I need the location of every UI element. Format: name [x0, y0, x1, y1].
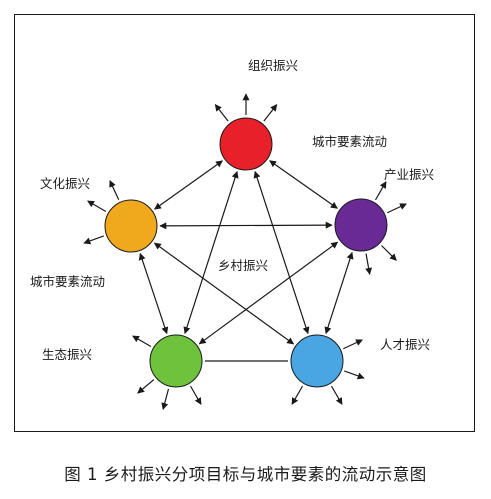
- edge-industry-talent: [324, 251, 354, 335]
- node-industry: [334, 198, 388, 252]
- figure-caption: 图 1 乡村振兴分项目标与城市要素的流动示意图: [64, 465, 427, 484]
- edge-organization-ecology: [183, 170, 239, 335]
- outward-arrow-talent-4: [330, 385, 343, 405]
- outward-arrow-talent-3: [291, 385, 304, 405]
- outward-arrow-culture-3: [83, 235, 104, 245]
- outward-arrow-ecology-1: [132, 335, 152, 348]
- figure-frame: [14, 14, 475, 432]
- outward-arrow-organization-2: [263, 104, 278, 122]
- node-organization: [219, 117, 273, 171]
- outward-arrow-industry-1: [374, 181, 387, 201]
- node-culture: [104, 199, 158, 253]
- label-talent: 人才振兴: [380, 337, 431, 352]
- edge-culture-organization: [154, 160, 223, 210]
- label-industry: 产业振兴: [384, 167, 435, 182]
- outward-arrow-culture-2: [87, 200, 107, 213]
- edges-group: [138, 160, 354, 362]
- edge-culture-industry: [159, 221, 333, 230]
- outward-arrow-talent-1: [343, 339, 363, 350]
- label-ecology: 生态振兴: [42, 347, 93, 362]
- outward-arrow-industry-4: [365, 253, 373, 275]
- label-urban-flow-left: 城市要素流动: [30, 274, 106, 289]
- label-culture: 文化振兴: [40, 176, 91, 191]
- outward-arrow-industry-2: [387, 203, 407, 214]
- node-ecology: [149, 334, 203, 388]
- outward-arrow-organization-3: [214, 104, 229, 122]
- label-organization: 组织振兴: [248, 58, 299, 73]
- label-rural-revitalization: 乡村振兴: [218, 258, 269, 273]
- outward-arrows-group: [83, 93, 407, 410]
- outward-arrow-ecology-4: [189, 385, 202, 405]
- outward-arrow-culture-1: [109, 180, 120, 200]
- edge-industry-ecology: [198, 241, 339, 345]
- edge-ecology-culture: [138, 252, 169, 335]
- outward-arrow-industry-3: [381, 245, 397, 261]
- node-talent: [290, 334, 344, 388]
- edge-organization-talent: [253, 170, 310, 335]
- nodes-group: [104, 117, 388, 388]
- outward-arrow-ecology-3: [161, 388, 170, 410]
- outward-arrow-talent-2: [344, 370, 365, 380]
- label-urban-flow-right: 城市要素流动: [312, 134, 388, 149]
- outward-arrow-ecology-2: [137, 379, 155, 394]
- edge-organization-industry: [269, 160, 338, 209]
